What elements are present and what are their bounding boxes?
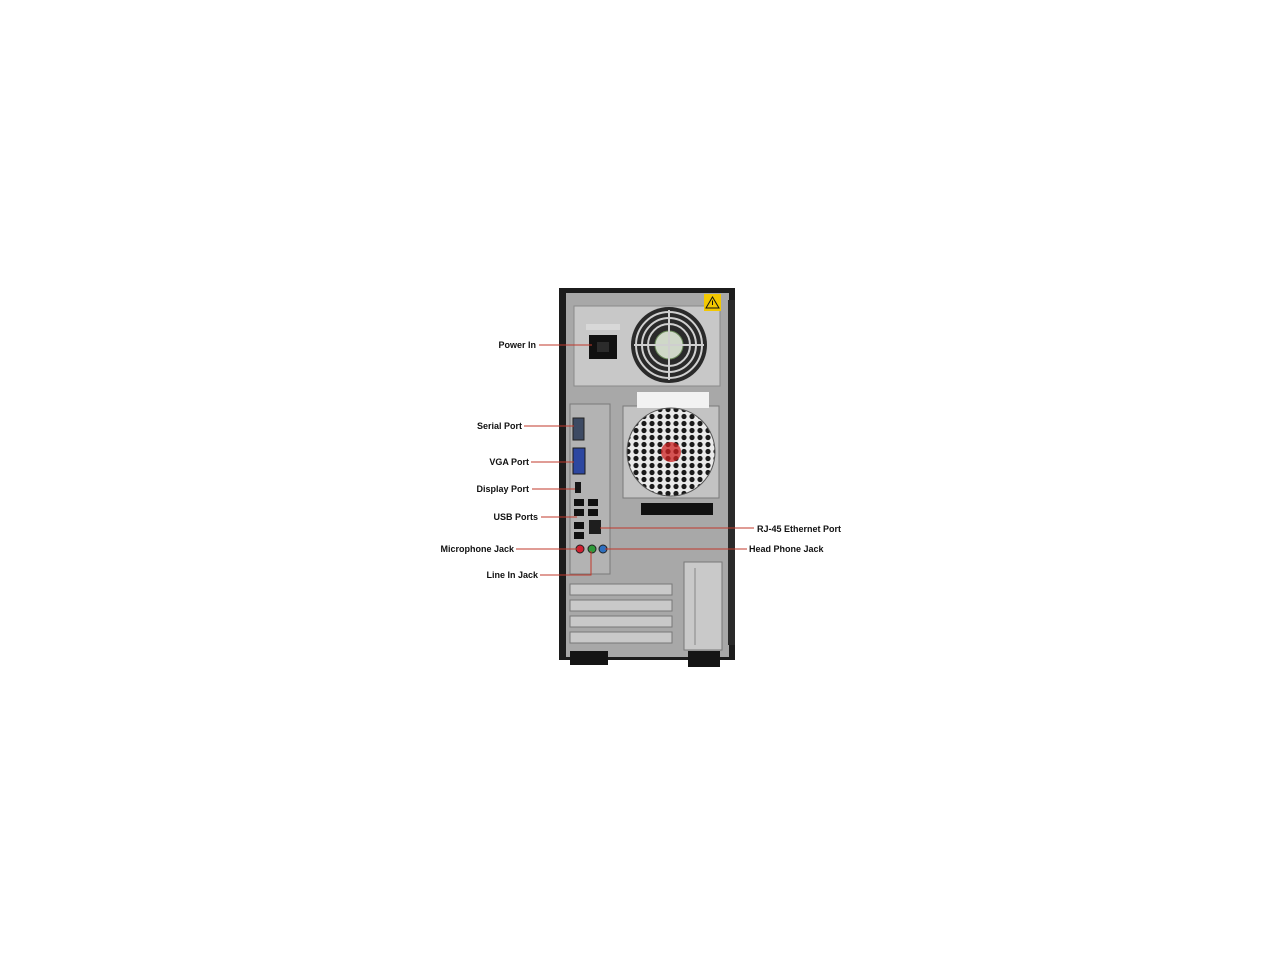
line-in-jack-connector [587,544,597,554]
leader-lines [516,344,754,576]
system-fan [622,392,720,499]
power-supply-unit [573,305,721,387]
label-power-in: Power In [498,340,536,350]
vga-port-connector [572,447,586,475]
io-shield [569,403,611,575]
display-port-connector [575,482,581,493]
leader-line-line-in-jack [540,551,592,576]
usb-port-connectors [574,499,598,539]
warning-icon [704,294,721,311]
rj45-port-connector [589,520,601,534]
label-head-phone-jack: Head Phone Jack [749,544,824,554]
expansion-slots [569,503,723,651]
label-microphone-jack: Microphone Jack [440,544,514,554]
label-serial-port: Serial Port [476,421,522,431]
label-display-port: Display Port [476,484,529,494]
label-line-in-jack: Line In Jack [486,570,538,580]
serial-port-connector [572,417,585,441]
label-rj45-ethernet-port: RJ-45 Ethernet Port [757,524,842,534]
label-usb-ports: USB Ports [493,512,538,522]
label-vga-port: VGA Port [489,457,529,467]
